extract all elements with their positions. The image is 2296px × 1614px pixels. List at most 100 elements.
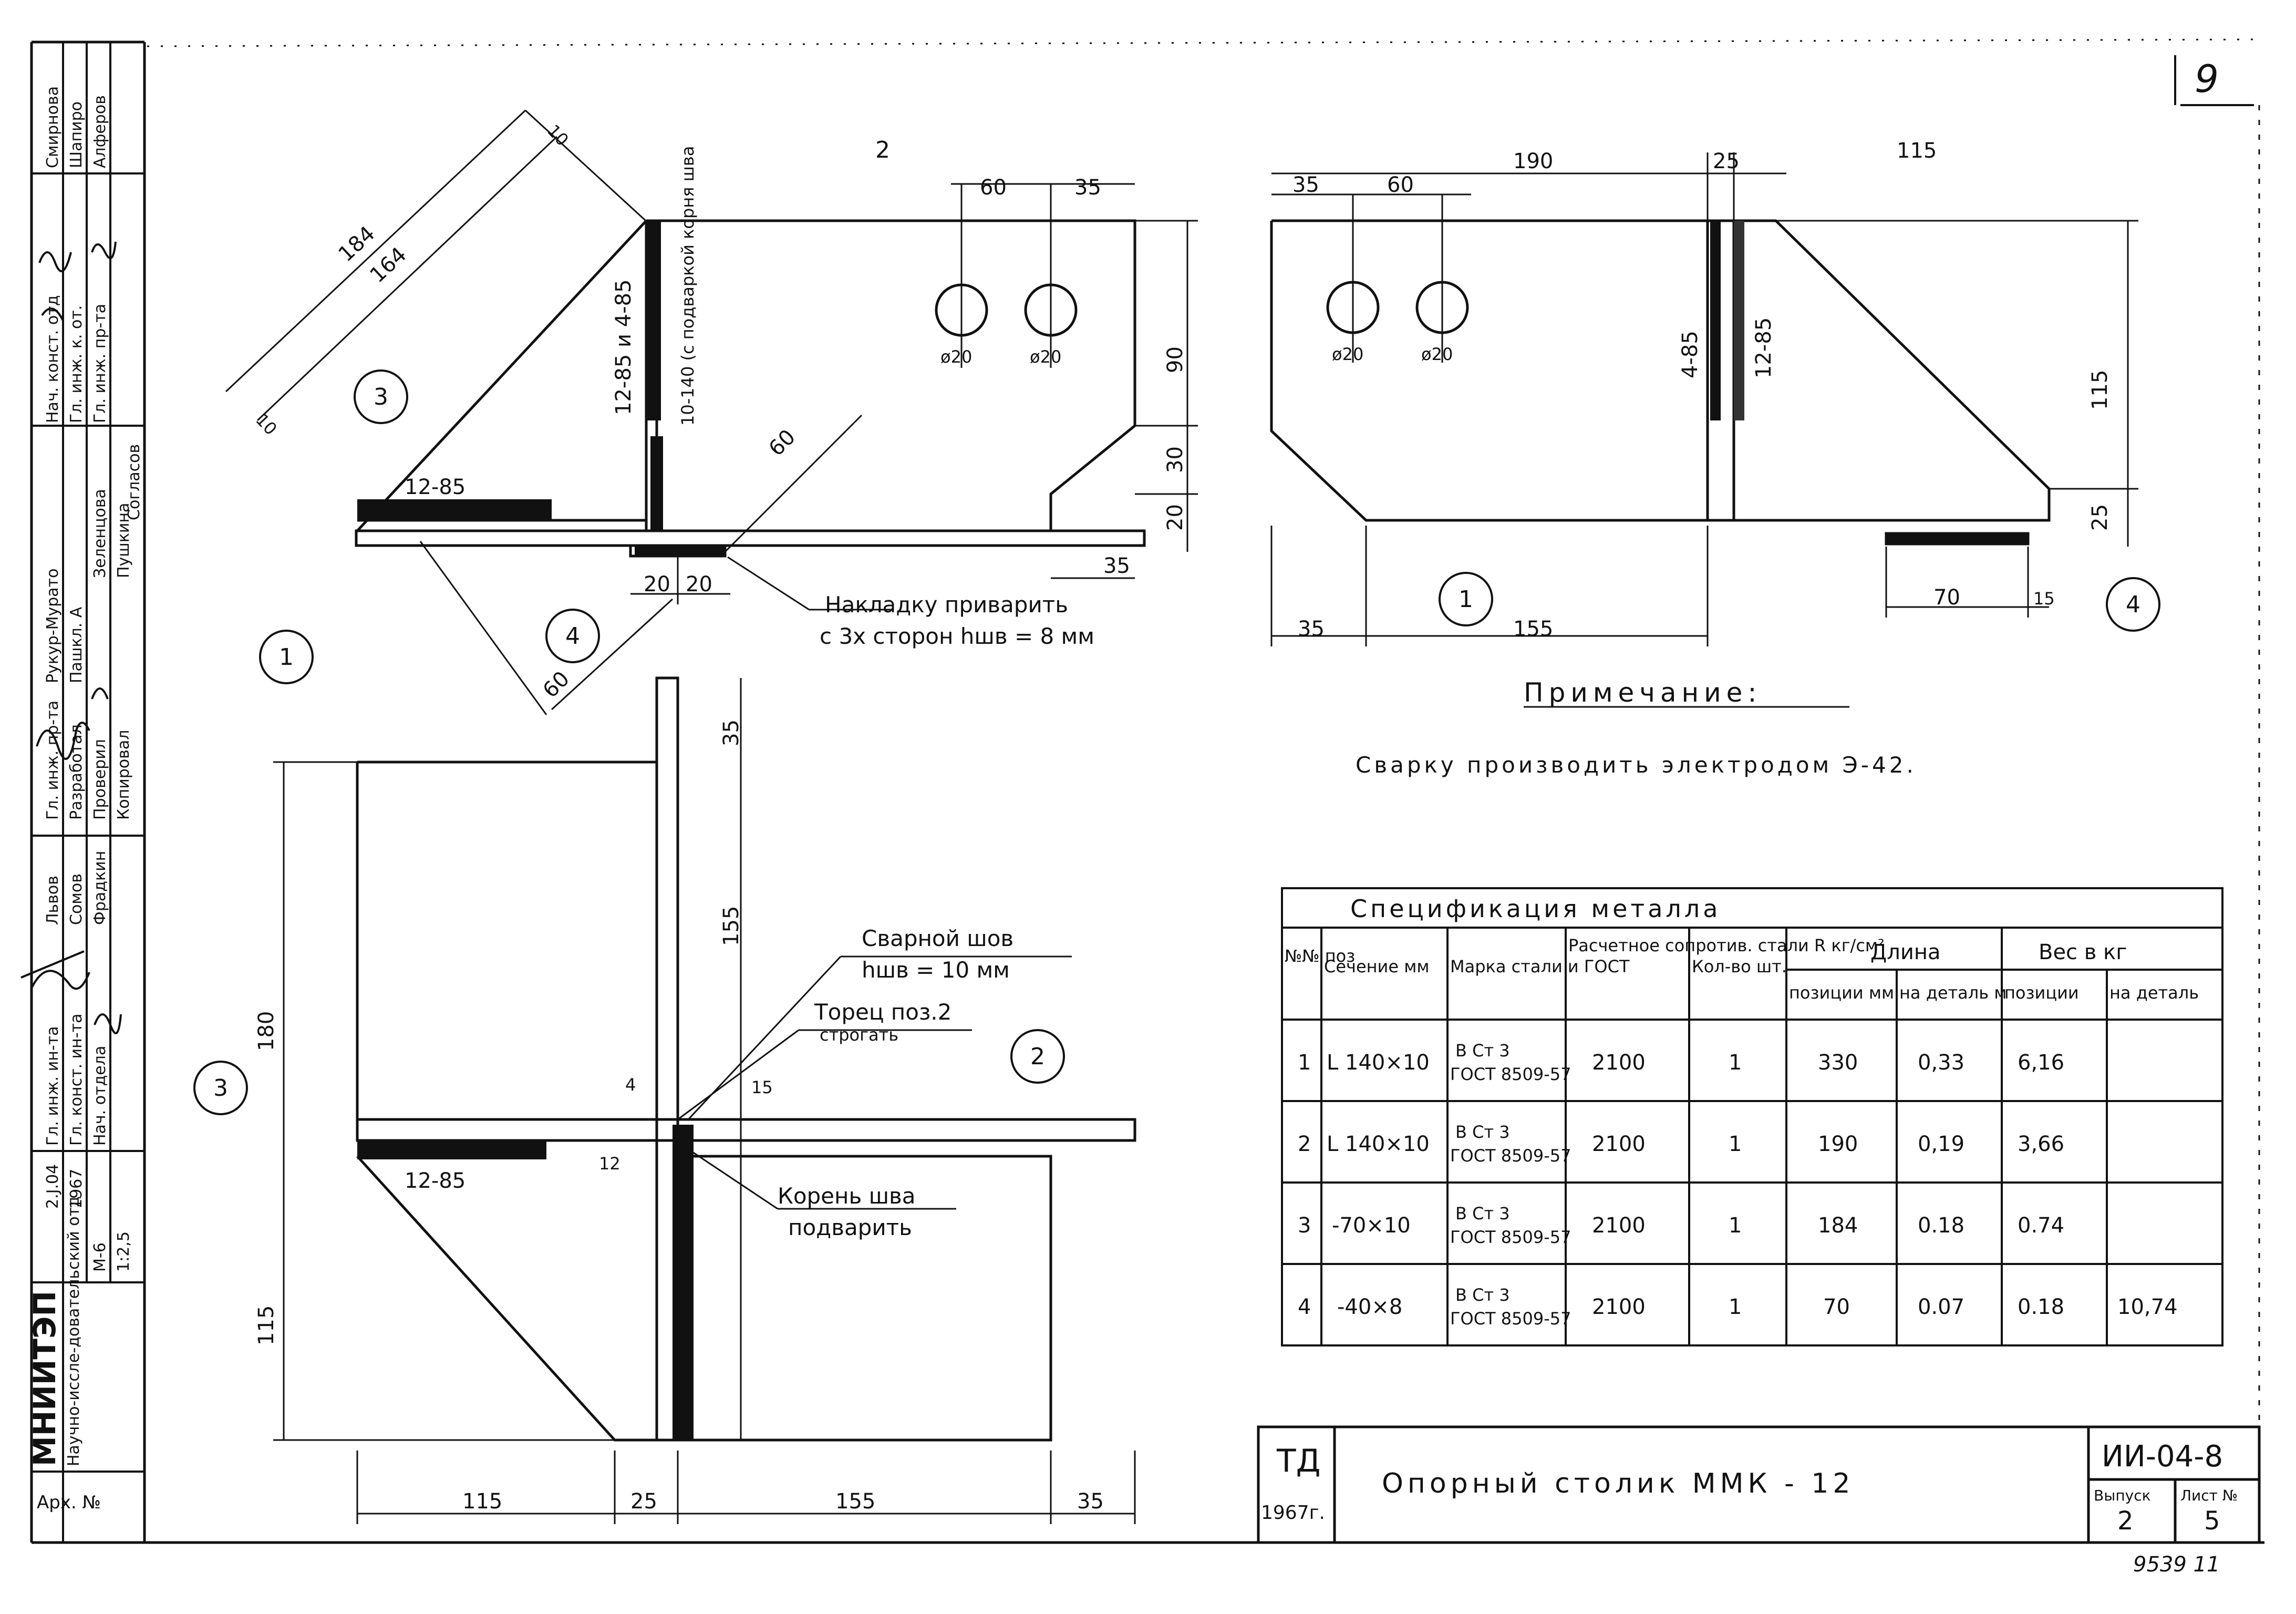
title-issue-value: 2: [2117, 1506, 2134, 1536]
title-org: ТД: [1276, 1443, 1321, 1479]
dim: 4: [625, 1075, 636, 1095]
stamp-role: Копировал: [115, 730, 133, 820]
dim: 90: [1163, 346, 1187, 373]
cell-section: L 140×10: [1327, 1132, 1430, 1156]
dim: 60: [764, 425, 801, 461]
dim: 20: [644, 572, 670, 597]
dim: 60: [980, 176, 1007, 200]
cell-grade2: ГОСТ 8509-57: [1450, 1227, 1571, 1247]
spec-header-w-part: на деталь: [2109, 983, 2199, 1003]
end-label-1: Торец поз.2: [814, 999, 952, 1025]
weld-label: 12-85 и 4-85: [612, 280, 636, 415]
table-row: 4 -40×8 В Ст 3 ГОСТ 8509-57 2100 1 70 0.…: [1298, 1285, 2178, 1329]
spec-header-grade: Марка стали и ГОСТ: [1450, 957, 1630, 976]
cell-grade1: В Ст 3: [1455, 1122, 1510, 1142]
stamp-role: Гл. инж. пр-та: [91, 304, 109, 423]
cell-qty: 1: [1729, 1295, 1742, 1319]
stamp-role: Согласов: [125, 444, 143, 520]
callout-2: 2: [875, 137, 890, 163]
root-label-1: Корень шва: [778, 1183, 916, 1209]
stamp-institute-sub: Научно-иссле-довательский отд: [65, 1196, 83, 1466]
cell-w-pos: 3,66: [2018, 1132, 2064, 1156]
stamp-role: Гл. конст. ин-та: [67, 1014, 86, 1146]
dim: 35: [1074, 176, 1101, 200]
dim: 60: [1387, 173, 1414, 197]
dim: 15: [751, 1077, 773, 1097]
dim: 30: [1163, 446, 1187, 473]
stamp-name: Львов: [44, 876, 62, 925]
stamp-year: 1967: [67, 1169, 86, 1209]
dim: 115: [254, 1305, 278, 1345]
dim: 25: [630, 1489, 657, 1514]
callout-3: 3: [374, 384, 388, 410]
title-block: ТД 1967г. Опорный столик ММК - 12 ИИ-04-…: [1257, 1425, 2261, 1544]
cell-w-pos: 0.18: [2018, 1295, 2064, 1319]
dim: 115: [1897, 139, 1937, 163]
hole-label: ø20: [940, 347, 972, 367]
title-sheet-label: Лист №: [2180, 1487, 2238, 1504]
cell-pos: 3: [1298, 1214, 1311, 1238]
title-issue-label: Выпуск: [2094, 1487, 2151, 1504]
dim: 180: [254, 1011, 278, 1051]
cell-qty: 1: [1729, 1051, 1742, 1075]
dim: 35: [1292, 173, 1319, 197]
dim: 35: [1103, 554, 1130, 578]
cell-len-part: 0,19: [1918, 1132, 1964, 1156]
view-top-right: 190 25 115 35 60 35 155 115 25 70 15 4-8…: [1270, 139, 2160, 646]
stamp-name: Шапиро: [67, 101, 86, 168]
spec-header-section: Сечение мм: [1324, 957, 1429, 976]
table-row: 2 L 140×10 В Ст 3 ГОСТ 8509-57 2100 1 19…: [1298, 1122, 2064, 1166]
cell-section: L 140×10: [1327, 1051, 1430, 1075]
weld-label: 12-85: [1752, 317, 1776, 378]
callout-3: 3: [213, 1075, 228, 1102]
stamp-role: Гл. инж. к. от.: [67, 305, 86, 423]
stamp-arch-label: Арх. №: [37, 1492, 101, 1513]
cell-resist: 2100: [1592, 1051, 1646, 1075]
dim: 155: [719, 906, 743, 946]
table-row: 1 L 140×10 В Ст 3 ГОСТ 8509-57 2100 1 33…: [1298, 1041, 2064, 1084]
dim: 35: [1077, 1489, 1104, 1514]
spec-header-pos: №№ поз: [1285, 946, 1355, 966]
spec-header-len-part: на деталь м: [1899, 983, 2007, 1003]
hole-label: ø20: [1421, 344, 1453, 364]
stamp-code: 2.Ј.04: [44, 1164, 62, 1209]
stamp-role: Нач. конст. отд: [44, 295, 62, 423]
note-title: Примечание:: [1524, 677, 1762, 708]
plate-note-2: с 3х сторон hшв = 8 мм: [820, 623, 1094, 649]
stamp-role: Пашкл. А: [67, 606, 86, 683]
dim: 20: [686, 572, 712, 597]
weld-label-2: hшв = 10 мм: [862, 957, 1010, 983]
cell-len-pos: 70: [1823, 1295, 1850, 1319]
dim: 10: [252, 410, 281, 439]
cell-len-part: 0,33: [1918, 1051, 1964, 1075]
weld-label-1: Сварной шов: [862, 926, 1013, 951]
signature-scribbles: [20, 241, 122, 1034]
dim: 35: [1298, 617, 1325, 641]
cell-len-pos: 330: [1818, 1051, 1858, 1075]
callout-1: 1: [279, 644, 294, 671]
cell-grade2: ГОСТ 8509-57: [1450, 1309, 1571, 1329]
stamp-name: Зеленцова: [91, 489, 109, 578]
cell-len-part: 0.18: [1918, 1214, 1964, 1238]
cell-qty: 1: [1729, 1132, 1742, 1156]
stamp-institute: МНИИТЭП: [27, 1291, 63, 1466]
dim: 60: [539, 667, 575, 703]
cell-grade1: В Ст 3: [1455, 1285, 1510, 1305]
dim: 15: [2033, 589, 2055, 609]
cell-w-part: 10,74: [2117, 1295, 2178, 1319]
spec-header-qty: Кол-во шт.: [1692, 957, 1787, 976]
weld-label: 12-85: [405, 475, 466, 499]
spec-table: Спецификация металла №№ поз Сечение мм М…: [1281, 887, 2223, 1346]
end-label-2: строгать: [820, 1025, 898, 1045]
dim: 70: [1933, 585, 1960, 610]
callout-4: 4: [565, 623, 580, 650]
stamp-role: Нач. отдела: [91, 1046, 109, 1146]
cell-grade2: ГОСТ 8509-57: [1450, 1146, 1571, 1166]
stamp-role: Гл. инж. пр-та: [44, 701, 62, 820]
cell-resist: 2100: [1592, 1295, 1646, 1319]
cell-pos: 1: [1298, 1051, 1311, 1075]
cell-len-pos: 190: [1818, 1132, 1858, 1156]
stamp-name: Сомов: [67, 873, 86, 925]
dim: 155: [1513, 617, 1553, 641]
